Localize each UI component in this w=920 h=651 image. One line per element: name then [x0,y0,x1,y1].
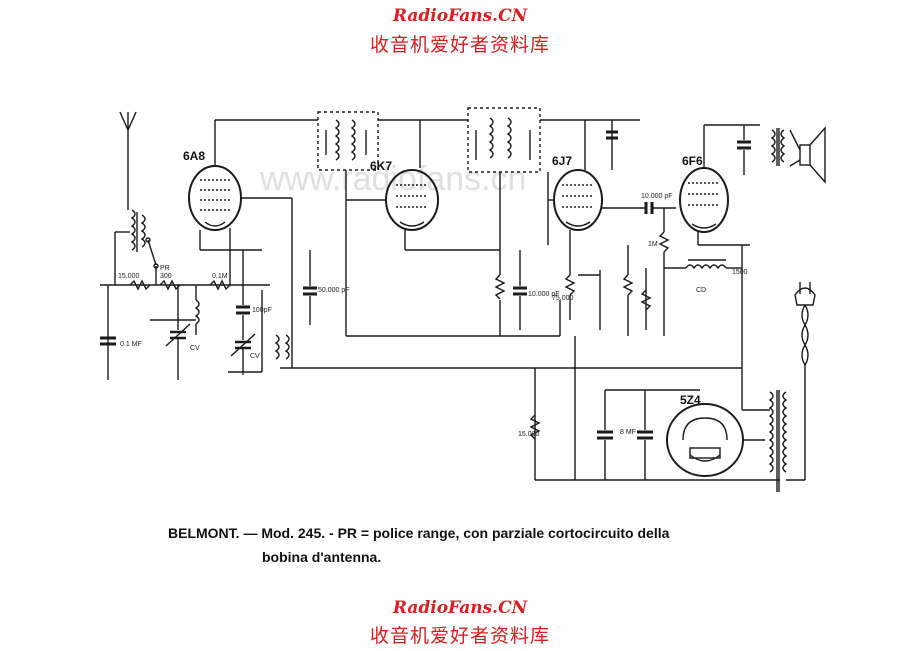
svg-text:CV: CV [250,353,260,360]
svg-text:CD: CD [696,287,706,294]
capacitor-01mf: 0.1 MF [100,336,142,348]
svg-text:75.000: 75.000 [552,295,574,302]
tube-6a8: 6A8 [183,149,242,231]
svg-text:6K7: 6K7 [370,159,392,173]
if-transformer-2 [467,107,541,173]
variable-capacitor-cv1: CV [165,285,200,380]
if-transformer-1 [317,111,379,171]
svg-text:6J7: 6J7 [552,154,572,168]
site-subtitle: 收音机爱好者资料库 [369,34,550,56]
resistor-1m: 1M [648,208,670,336]
resistor-volume [494,172,506,336]
site-logo-text: RadioFans.CN [392,6,528,26]
svg-text:0.1M: 0.1M [212,273,228,280]
resistor-15000-lower: 15.000 [518,414,541,440]
antenna-coil [114,209,146,285]
svg-text:6A8: 6A8 [183,149,205,163]
pr-label: PR [160,265,170,272]
resistor-01m: 0.1M [209,273,231,291]
caption-line-2: bobina d'antenna. [262,549,382,565]
svg-text:5Z4: 5Z4 [680,393,701,407]
capacitor-50000pf: 50.000 pF [303,250,350,325]
svg-text:15.000: 15.000 [518,431,540,438]
capacitor-10000pf: 10.000 pF [513,250,560,330]
capacitor-100pf: 100pF [236,250,272,315]
svg-text:50.000 pF: 50.000 pF [318,287,350,294]
svg-text:300: 300 [160,273,172,280]
resistor-15000: 15.000 [118,273,151,291]
svg-text:10.000 pF: 10.000 pF [641,193,673,200]
antenna-symbol [119,111,137,210]
mains-plug [786,282,816,481]
capacitor-10000pf-coupling: 10.000 pF [602,193,676,214]
footer-logo-text: RadioFans.CN [392,598,528,618]
resistor-75000: 75.000 [552,260,576,320]
svg-text:1500: 1500 [732,269,748,276]
tube-5z4: 5Z4 [666,393,744,477]
svg-text:6F6: 6F6 [682,154,703,168]
svg-text:CV: CV [190,345,200,352]
svg-text:0.1 MF: 0.1 MF [120,341,142,348]
field-coil-cd: CD 1500 [685,259,748,294]
resistor-300: 300 [159,273,181,291]
filter-capacitors: 8 MF [597,390,653,480]
tube-6j7: 6J7 [552,154,603,231]
tube-6f6: 6F6 [679,154,729,233]
svg-text:8 MF: 8 MF [620,429,636,436]
output-transformer [770,128,786,166]
power-transformer [768,390,788,492]
speaker-symbol [789,126,826,184]
caption-line-1: BELMONT. — Mod. 245. - PR = police range… [168,525,670,541]
variable-capacitor-cv2: CV [230,315,260,375]
footer-subtitle: 收音机爱好者资料库 [369,625,550,647]
svg-text:1M: 1M [648,241,658,248]
pr-switch: PR [145,237,170,285]
svg-text:10.000 pF: 10.000 pF [528,291,560,298]
svg-text:15.000: 15.000 [118,273,140,280]
